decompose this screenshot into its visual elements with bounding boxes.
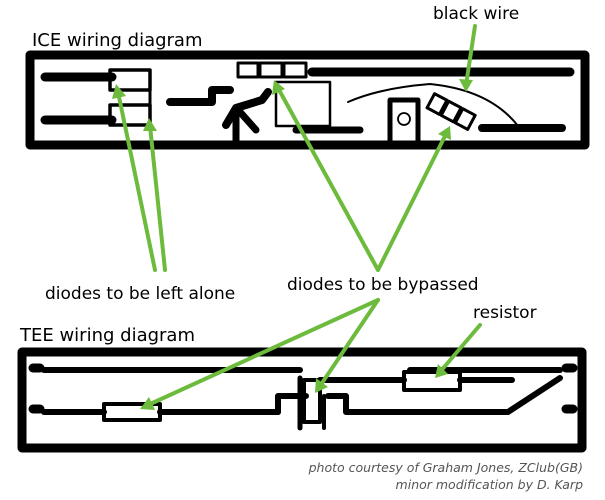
tee-diagram-title: TEE wiring diagram <box>20 325 195 346</box>
arrow-bypass-tee-left-head <box>140 397 155 410</box>
ice-bypass-diodes-right <box>425 92 477 131</box>
ice-diode-left-bottom <box>108 103 152 127</box>
ice-connector-hole <box>397 112 411 126</box>
tee-trace-step-right <box>325 393 511 415</box>
diodes-left-alone-label: diodes to be left alone <box>45 284 236 304</box>
black-wire-label: black wire <box>433 4 520 24</box>
tee-board-outline <box>17 347 587 453</box>
arrow-resistor <box>438 323 482 374</box>
ice-diode-left-top <box>108 68 152 92</box>
tee-trace-diagonal <box>505 375 563 415</box>
diodes-bypassed-label: diodes to be bypassed <box>287 275 479 295</box>
arrow-bypass-ice-top <box>276 86 380 272</box>
ice-diode-top-3 <box>282 61 308 79</box>
tee-resistor <box>402 370 462 392</box>
arrow-resistor-head <box>435 364 448 378</box>
arrow-left-alone-1-head <box>112 84 126 99</box>
arrow-left-alone-1 <box>116 90 157 272</box>
resistor-label: resistor <box>473 303 537 323</box>
arrow-bypass-ice-top-head <box>272 80 285 95</box>
arrow-left-alone-2 <box>148 124 167 272</box>
arrow-black-wire-head <box>459 79 473 92</box>
arrow-bypass-ice-right <box>376 132 448 272</box>
tee-board <box>17 347 587 453</box>
ice-trace-center <box>166 86 234 106</box>
photo-credit: photo courtesy of Graham Jones, ZClub(GB… <box>308 460 583 475</box>
tee-diode-left <box>102 402 162 422</box>
ice-black-wire-loop <box>347 83 519 127</box>
arrow-bypass-ice-right-head <box>438 126 451 140</box>
arrow-left-alone-2-head <box>143 118 157 131</box>
arrow-bypass-tee-left <box>146 298 380 407</box>
ice-diode-top-1 <box>236 61 260 79</box>
ice-trace-bend-lower <box>232 106 260 144</box>
modification-credit: minor modification by D. Karp <box>395 477 583 492</box>
tee-diode-center <box>302 378 322 424</box>
arrow-black-wire <box>464 24 477 87</box>
arrow-bypass-tee-center-head <box>315 378 328 393</box>
ice-trace-bend <box>222 88 272 129</box>
tee-trace-step <box>275 393 309 415</box>
arrow-bypass-tee-center <box>318 298 380 388</box>
callout-arrows <box>112 24 482 410</box>
ice-connector-body <box>387 97 421 145</box>
ice-box-center <box>274 80 332 128</box>
ice-diagram-title: ICE wiring diagram <box>32 30 203 51</box>
ice-board <box>25 50 590 150</box>
ice-diode-top-2 <box>258 61 284 79</box>
